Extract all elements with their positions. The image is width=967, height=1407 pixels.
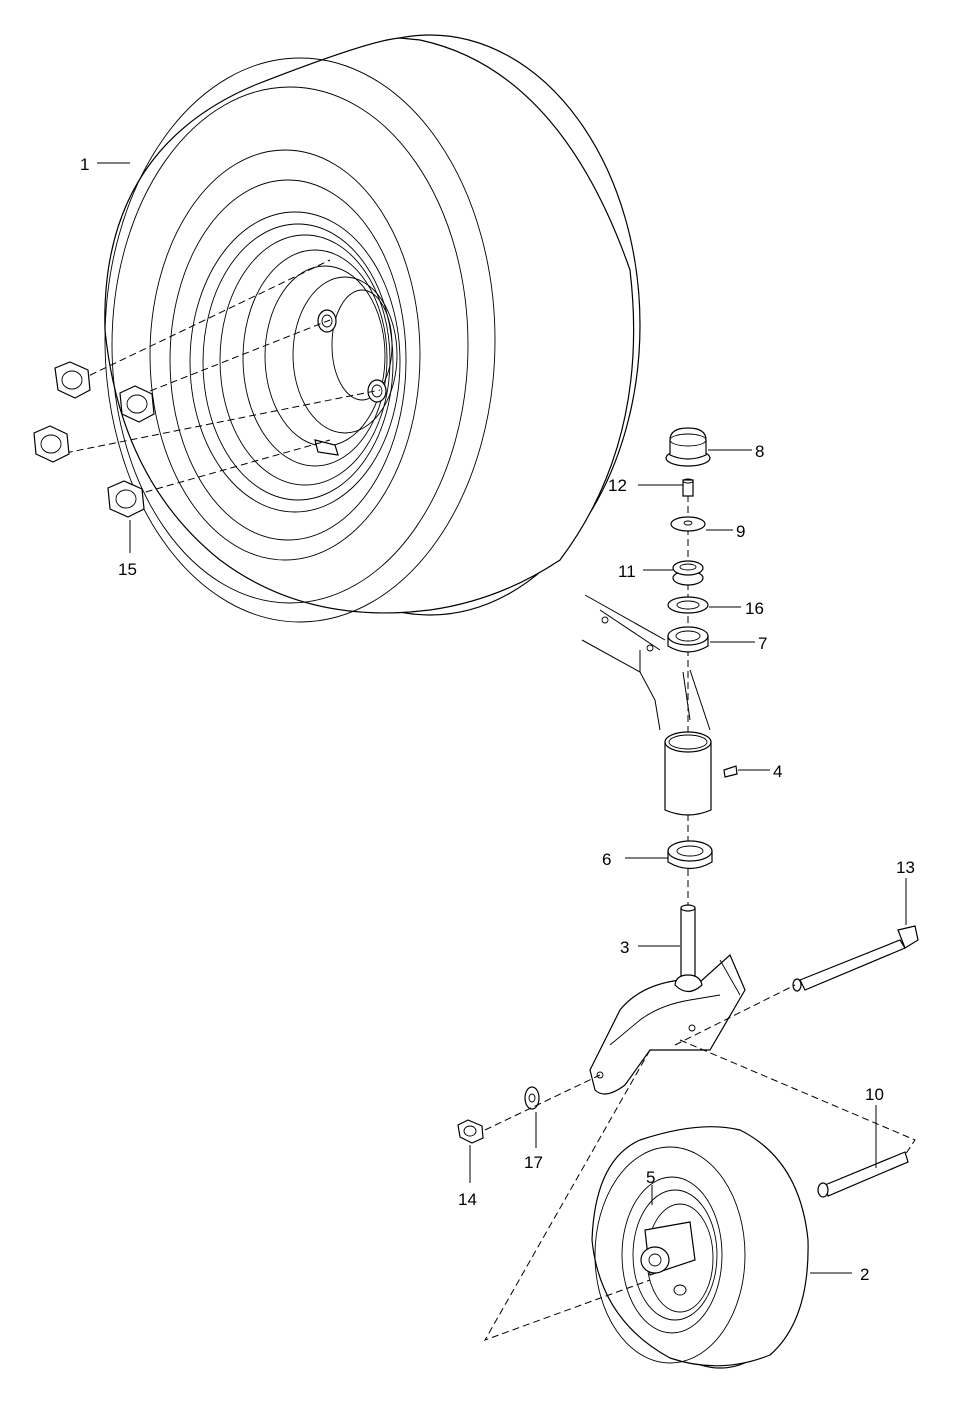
lower-bearing [667,840,713,870]
callout-8: 8 [755,442,764,461]
fork-bolt [792,925,919,992]
callout-5: 5 [646,1168,655,1187]
callout-1: 1 [80,155,89,174]
lug-nut [54,361,91,399]
lug-nut [119,385,155,423]
dust-cap [665,427,711,467]
caster-axle [817,1151,909,1198]
callout-4: 4 [773,762,782,781]
caster-fork [589,904,746,1095]
top-washer [670,516,706,532]
pivot-tube [664,731,738,816]
callout-12: 12 [608,476,627,495]
caster-frame-arm [581,594,711,731]
axle-washer [524,1086,540,1110]
thin-washer [667,596,709,614]
callout-11: 11 [618,562,636,581]
callout-17: 17 [524,1153,543,1172]
spacer [672,560,704,586]
callout-15: 15 [118,560,137,579]
cap-bolt [682,478,694,497]
caster-wheel [591,1126,809,1369]
lug-nut [33,425,70,463]
callout-13: 13 [896,858,915,877]
callout-6: 6 [602,850,611,869]
lug-nut [107,480,145,518]
callout-2: 2 [860,1265,869,1284]
large-wheel [54,34,641,623]
callout-16: 16 [745,599,764,618]
callout-10: 10 [865,1085,884,1104]
axle-nut [457,1119,484,1144]
callout-7: 7 [758,634,767,653]
leader-lines [97,162,907,1274]
callout-14: 14 [458,1190,477,1209]
callout-9: 9 [736,522,745,541]
upper-bearing [667,626,709,653]
callout-3: 3 [620,938,629,957]
